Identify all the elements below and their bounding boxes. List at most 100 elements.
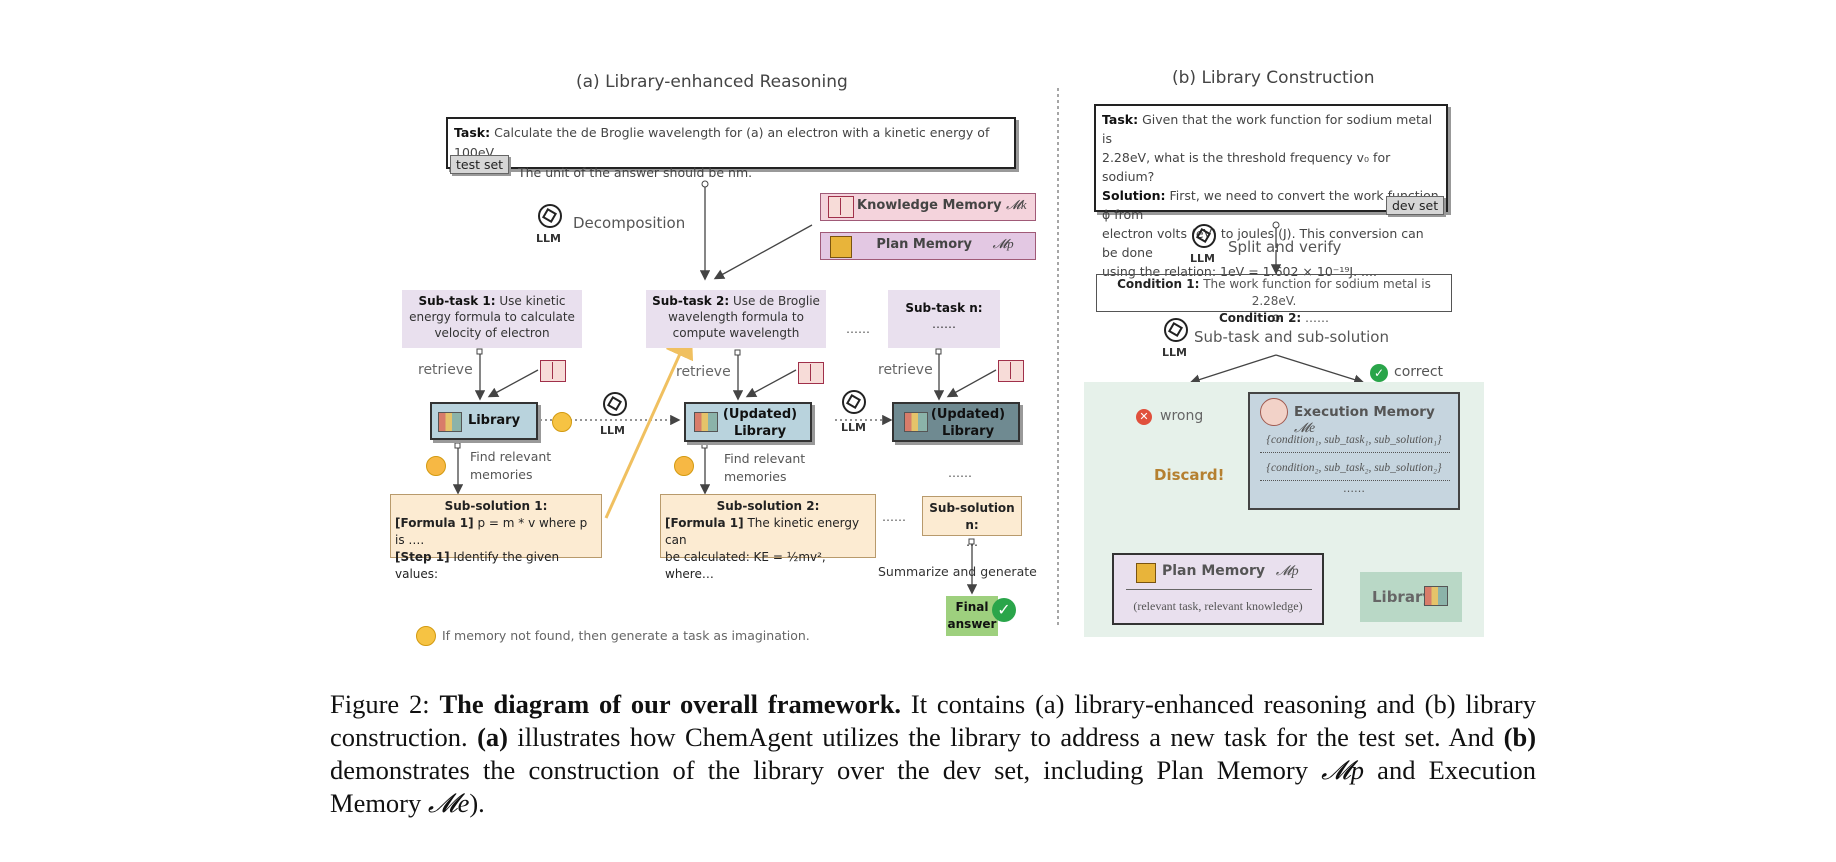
caption-text1: It contains (a) library-enhanced reasoni…	[330, 689, 1536, 752]
knowledge-memory-box: Knowledge Memory 𝓜k	[820, 193, 1036, 221]
book-icon	[828, 196, 854, 218]
subtask1-label: Sub-task 1:	[418, 294, 496, 308]
subtask-subsolution-label: Sub-task and sub-solution	[1194, 328, 1389, 346]
condition2-text: ……	[1305, 311, 1330, 325]
final-text: Final	[955, 600, 989, 614]
library-label: Library	[941, 424, 995, 439]
llm-label: LLM	[600, 424, 625, 437]
subtaskn-label: Sub-task n:	[905, 301, 983, 315]
condition2-label: Condition 2:	[1218, 311, 1302, 325]
openai-logo-icon	[1164, 318, 1188, 342]
llm-label: LLM	[1190, 252, 1215, 265]
wrong-cross-icon: ✕	[1136, 409, 1152, 425]
task-box-test: Task: Calculate the de Broglie wavelengt…	[446, 117, 1016, 180]
caption-bold-b: (b)	[1503, 722, 1537, 752]
subsol1-step-tag: [Step 1]	[395, 550, 450, 564]
subsol1-line1: p = m * v where p is ….	[395, 516, 588, 547]
knowledge-book-icon	[998, 360, 1024, 382]
sad-face-emoji-icon	[552, 412, 572, 432]
final-answer-box: Final answer	[946, 596, 998, 636]
library-books-icon	[694, 412, 718, 432]
llm-label: LLM	[1162, 346, 1187, 359]
retrieve-label-2: retrieve	[676, 364, 731, 380]
ellipsis-above-subsoln: ……	[948, 466, 972, 480]
library-box: Library	[430, 402, 538, 440]
retrieve-label-1: retrieve	[418, 362, 473, 378]
knowledge-memory-label: Knowledge Memory	[857, 198, 1002, 213]
find-relevant-text: Find relevant	[470, 449, 552, 464]
library-label: Library	[1372, 588, 1433, 606]
task-text-line2: The unit of the answer should be nm.	[518, 165, 753, 180]
execution-memory-title: Execution Memory 𝓜e	[1294, 404, 1458, 436]
library-books-icon	[904, 412, 928, 432]
subsol2-label: Sub-solution 2:	[716, 499, 820, 513]
exec-row-1: {condition₁, sub_task₁, sub_solution₁}	[1266, 434, 1442, 446]
caption-text3: demonstrates the construction of the lib…	[330, 755, 1322, 785]
condition1-label: Condition 1:	[1117, 277, 1200, 291]
discard-label: Discard!	[1154, 466, 1225, 484]
memories-text: memories	[470, 467, 533, 482]
subtask2-label: Sub-task 2:	[652, 294, 730, 308]
updated-library-box: (Updated) Library	[684, 402, 812, 442]
subsoln-text: …	[966, 535, 978, 549]
task-label: Task:	[1102, 112, 1139, 127]
subtask-2: Sub-task 2: Use de Broglie wavelength fo…	[646, 290, 826, 348]
plan-memory-title: Plan Memory 𝓜p	[1162, 563, 1299, 580]
updated-label: (Updated)	[722, 407, 798, 422]
subsol1-label: Sub-solution 1:	[444, 499, 548, 513]
openai-logo-icon	[842, 390, 866, 414]
caption-text4: and Execution Memory	[330, 755, 1537, 818]
library-label: Library	[733, 424, 787, 439]
test-set-tag: test set	[450, 155, 510, 174]
knowledge-book-icon	[798, 362, 824, 384]
find-relevant-1: Find relevant memories	[470, 448, 551, 484]
openai-logo-icon	[538, 204, 562, 228]
task-label: Task:	[454, 125, 491, 140]
subtask-n: Sub-task n: ……	[888, 290, 1000, 348]
subsol2-formula-tag: [Formula 1]	[665, 516, 744, 530]
caption-mp: 𝓜p	[1321, 755, 1365, 785]
sub-solution-n: Sub-solution n: …	[922, 496, 1022, 549]
plan-memory-label: Plan Memory	[1162, 563, 1266, 579]
solution-label: Solution:	[1102, 188, 1166, 203]
sub-solution-1: Sub-solution 1: [Formula 1] p = m * v wh…	[390, 494, 602, 581]
checkmark-icon: ✓	[992, 598, 1016, 622]
figure-caption: Figure 2: The diagram of our overall fra…	[330, 688, 1536, 820]
grin-emoji-icon	[426, 456, 446, 476]
sad-face-emoji-icon	[416, 626, 436, 646]
sub-solution-2: Sub-solution 2: [Formula 1] The kinetic …	[660, 494, 876, 581]
plan-memory-box: Plan Memory 𝓜p	[820, 232, 1036, 260]
task-line1: Given that the work function for sodium …	[1102, 112, 1433, 146]
divider	[1260, 452, 1450, 453]
footnote: If memory not found, then generate a tas…	[442, 628, 810, 643]
subsol2-line2: be calculated: KE = ½mv², where…	[665, 550, 826, 581]
execution-memory-box: Execution Memory 𝓜e {condition₁, sub_tas…	[1248, 392, 1460, 510]
solution-line2: electron volts (eV) to joules (J). This …	[1102, 226, 1424, 260]
execution-memory-symbol: 𝓜e	[1294, 420, 1316, 435]
dev-set-tag: dev set	[1386, 196, 1445, 215]
split-verify-label: Split and verify	[1228, 238, 1342, 256]
library-books-icon	[438, 412, 462, 432]
brain-icon	[1260, 398, 1288, 426]
plan-memory-symbol: 𝓜p	[1275, 564, 1299, 579]
subtask-1: Sub-task 1: Use kinetic energy formula t…	[402, 290, 582, 348]
caption-text2: illustrates how ChemAgent utilizes the l…	[507, 722, 1504, 752]
library-label: Library	[467, 413, 521, 428]
task-box-dev: Task: Given that the work function for s…	[1094, 104, 1448, 279]
task-line2: 2.28eV, what is the threshold frequency …	[1102, 150, 1391, 184]
panel-a-title: (a) Library-enhanced Reasoning	[576, 72, 848, 92]
knowledge-memory-symbol: 𝓜k	[1006, 197, 1027, 212]
caption-me: 𝓜e	[427, 788, 470, 818]
grin-emoji-icon	[674, 456, 694, 476]
find-relevant-2: Find relevant memories	[724, 450, 805, 486]
plan-memory-label: Plan Memory	[876, 237, 973, 252]
plan-memory-box-b: Plan Memory 𝓜p (relevant task, relevant …	[1112, 553, 1324, 625]
answer-text: answer	[947, 617, 997, 631]
panel-b-title: (b) Library Construction	[1172, 68, 1375, 88]
decomposition-label: Decomposition	[573, 214, 686, 232]
notebook-icon	[1136, 563, 1156, 583]
caption-prefix: Figure 2:	[330, 689, 440, 719]
ellipsis-subsol: ……	[882, 510, 906, 524]
llm-label: LLM	[536, 232, 561, 245]
subsol1-line2: Identify the given values:	[395, 550, 560, 581]
